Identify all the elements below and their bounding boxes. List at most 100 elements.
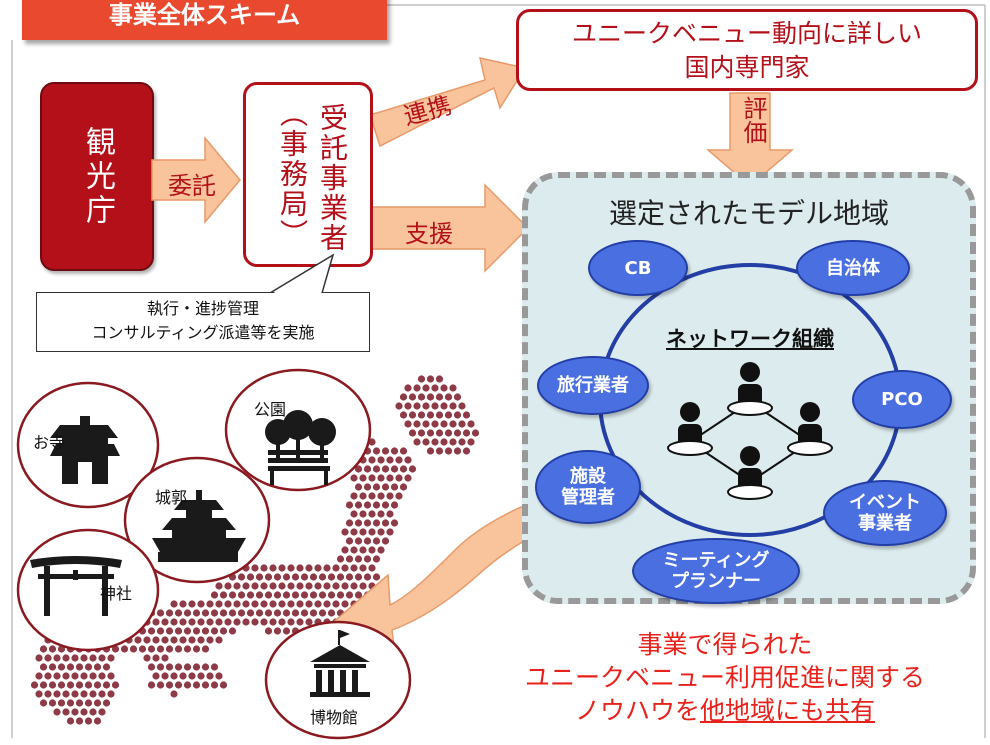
map-dot: [197, 600, 205, 608]
map-dot: [413, 402, 421, 410]
map-dot: [309, 609, 318, 617]
map-dot: [170, 618, 178, 626]
map-dot: [291, 573, 300, 581]
map-dot: [404, 384, 412, 392]
map-dot: [269, 600, 277, 608]
map-dot: [260, 582, 268, 590]
map-dot: [408, 393, 417, 401]
map-dot: [80, 690, 88, 698]
map-dot: [354, 465, 363, 473]
map-dot: [471, 429, 480, 437]
map-dot: [188, 672, 196, 680]
map-dot: [350, 474, 358, 482]
map-dot: [332, 564, 340, 572]
map-dot: [444, 429, 453, 437]
map-dot: [188, 618, 196, 626]
map-dot: [215, 672, 223, 680]
map-dot: [318, 609, 327, 617]
map-dot: [183, 681, 192, 689]
map-dot: [332, 600, 340, 608]
map-dot: [296, 618, 304, 626]
map-dot: [377, 492, 385, 500]
park-icon: [265, 410, 336, 485]
map-dot: [192, 663, 201, 671]
map-dot: [210, 627, 219, 635]
map-dot: [287, 564, 295, 572]
map-dot: [345, 573, 354, 581]
map-dot: [98, 672, 106, 680]
map-dot: [440, 384, 448, 392]
map-dot: [210, 663, 219, 671]
shrine-circle: [16, 528, 160, 652]
map-dot: [53, 690, 61, 698]
map-dot: [278, 564, 286, 572]
map-dot: [174, 663, 183, 671]
map-dot: [269, 618, 277, 626]
map-dot: [201, 663, 210, 671]
map-dot: [264, 627, 273, 635]
map-dot: [287, 582, 295, 590]
map-dot: [210, 591, 219, 599]
map-dot: [93, 699, 102, 707]
map-dot: [264, 609, 273, 617]
map-dot: [84, 681, 93, 689]
contractor-box: 受託事業者 （事務局）: [243, 82, 373, 267]
map-dot: [359, 546, 367, 554]
map-dot: [350, 546, 358, 554]
map-dot: [354, 555, 363, 563]
map-dot: [354, 591, 363, 599]
venue-park-label: 公園: [254, 400, 287, 419]
map-dot: [341, 528, 349, 536]
map-dot: [165, 681, 174, 689]
map-dot: [89, 690, 97, 698]
map-dot: [296, 582, 304, 590]
node-meeting-planner: ミーティング プランナー: [632, 538, 800, 604]
map-dot: [39, 699, 48, 707]
map-dot: [35, 672, 43, 680]
map-dot: [161, 672, 169, 680]
collab-arrow: [369, 57, 527, 148]
map-dot: [89, 654, 97, 662]
map-dot: [179, 636, 187, 644]
map-dot: [152, 618, 160, 626]
map-dot: [354, 573, 363, 581]
map-dot: [255, 609, 264, 617]
map-dot: [161, 636, 169, 644]
map-dot: [39, 681, 48, 689]
map-dot: [251, 582, 259, 590]
map-dot: [399, 465, 408, 473]
map-dot: [233, 618, 241, 626]
map-dot: [386, 528, 394, 536]
map-dot: [255, 573, 264, 581]
map-dot: [363, 501, 372, 509]
venue-temple-label: お寺: [33, 433, 66, 452]
region-title: 選定されたモデル地域: [608, 197, 889, 230]
agency-box: 観光庁: [40, 82, 154, 271]
map-dot: [426, 393, 435, 401]
map-dot: [237, 573, 246, 581]
map-dot: [219, 609, 228, 617]
map-dot: [435, 375, 444, 383]
map-dot: [165, 609, 174, 617]
map-dot: [93, 717, 102, 725]
map-dot: [107, 672, 115, 680]
map-dot: [390, 447, 399, 455]
map-dot: [233, 582, 241, 590]
map-dot: [309, 573, 318, 581]
map-dot: [449, 402, 457, 410]
map-dot: [246, 573, 255, 581]
evaluate-label: 評価: [739, 96, 767, 144]
map-dot: [170, 672, 178, 680]
map-dot: [435, 447, 444, 455]
map-dot: [242, 600, 250, 608]
map-dot: [408, 429, 417, 437]
map-dot: [359, 492, 367, 500]
map-dot: [219, 681, 228, 689]
map-dot: [156, 681, 165, 689]
map-dot: [156, 645, 165, 653]
node-facility-line2: 管理者: [561, 487, 615, 508]
map-dot: [264, 591, 273, 599]
map-dot: [462, 429, 471, 437]
